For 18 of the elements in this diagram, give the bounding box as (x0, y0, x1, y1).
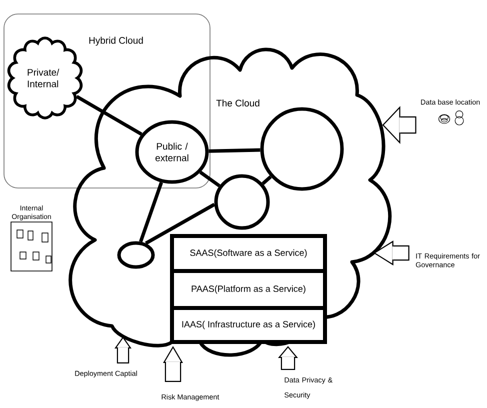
block-arrow (373, 240, 410, 266)
connector-line (144, 202, 216, 245)
service-layer-box: SAAS(Software as a Service) (170, 234, 327, 273)
circle-node (260, 107, 344, 191)
service-layer-box: PAAS(Platform as a Service) (170, 269, 327, 310)
circle-node (214, 174, 270, 230)
connector-line (262, 175, 272, 185)
ellipse-node: Public / external (135, 120, 209, 184)
connector-line (139, 182, 164, 242)
block-arrow (278, 346, 298, 370)
block-arrow (114, 336, 132, 364)
connector-line (208, 148, 260, 153)
block-arrow (163, 346, 183, 382)
oval-node (117, 241, 155, 269)
connector-line (76, 94, 142, 136)
connector-line (199, 170, 220, 188)
block-arrow (382, 106, 416, 144)
service-layer-box: IAAS( Infrastructure as a Service) (170, 306, 327, 344)
